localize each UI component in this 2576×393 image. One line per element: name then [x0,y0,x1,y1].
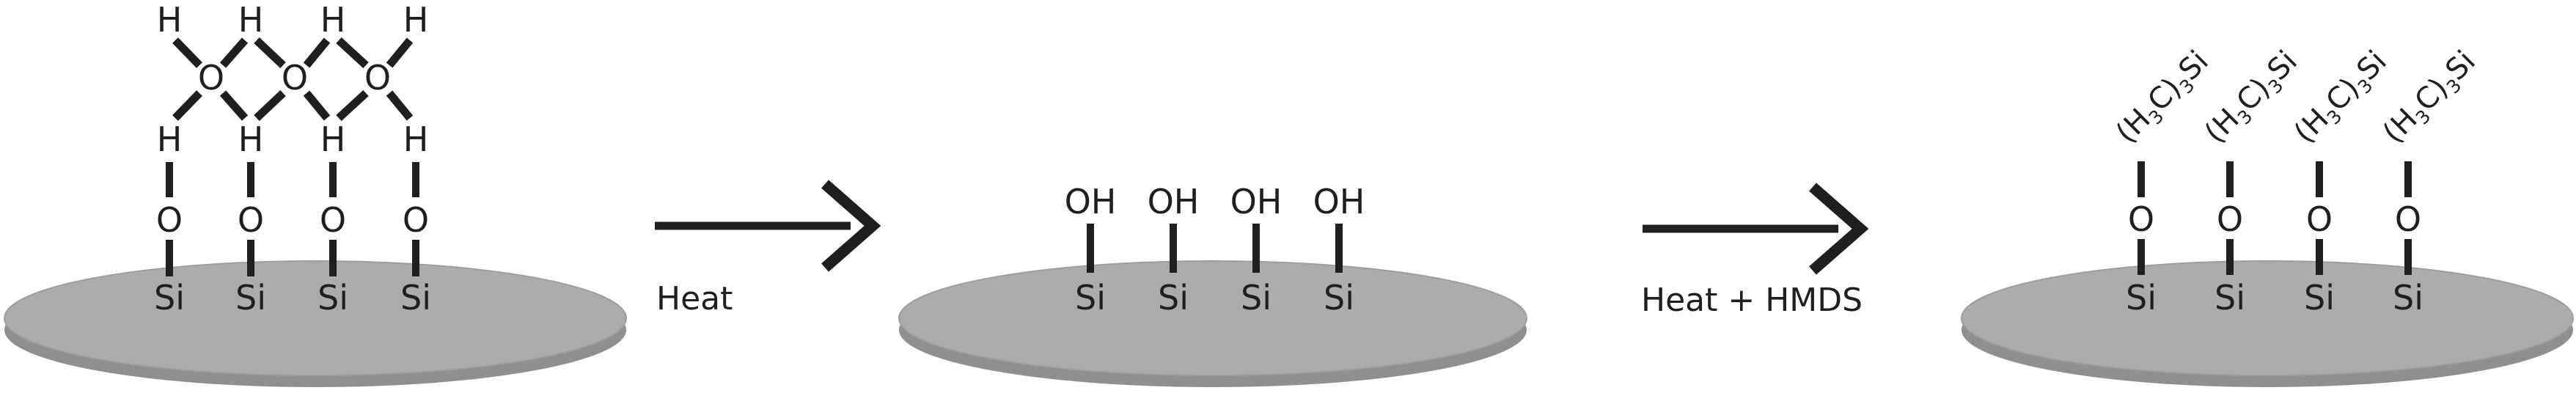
silicon-label: Si [2393,278,2423,317]
silanol-hydrogen-label: H [156,120,183,159]
water-hydrogen-label: H [403,0,429,40]
silicon-label: Si [1158,278,1189,317]
silicon-label: Si [2214,278,2245,317]
wafer-silylated [1961,260,2574,387]
hydroxyl-label: OH [1147,182,1200,221]
wafer-hydrated [4,260,627,387]
water-hydrogen-label: H [238,0,264,40]
hbond-upper-right [219,37,249,68]
surface-oxygen-label: O [2305,199,2333,239]
hbond-lower-left [254,90,286,121]
heat-hmds-label: Heat + HMDS [1641,282,1863,319]
water-oxygen-label: O [281,58,309,98]
hbond-upper-right [386,37,414,68]
hbond-upper-right [303,37,331,68]
silicon-label: Si [2304,278,2335,317]
water-hydrogen-label: H [156,0,183,40]
arrow-head [821,180,881,272]
silicon-label: Si [318,278,348,317]
silicon-label: Si [2126,278,2157,317]
surface-oxygen-label: O [2394,199,2422,239]
surface-oxygen-label: O [2216,199,2244,239]
silanol-hydrogen-label: H [403,120,429,159]
silanol-hydrogen-label: H [238,120,264,159]
hbond-upper-left [254,37,286,68]
hbond-lower-right [386,90,414,121]
hbond-lower-right [303,90,331,121]
hbond-upper-left [172,37,202,68]
surface-oxygen-label: O [402,200,430,240]
hbond-lower-right [219,90,249,121]
heat-label: Heat [656,280,733,317]
bond-layer [166,37,2412,276]
hbond-upper-left [336,37,369,69]
silicon-label: Si [1075,278,1106,317]
wafer-hydroxylated [898,260,1527,387]
wafer-top-surface [4,260,627,376]
arrow-head [1809,183,1869,275]
silicon-label: Si [1324,278,1354,317]
water-oxygen-label: O [364,58,392,98]
wafer-top-surface [898,260,1527,376]
hydroxyl-label: OH [1064,182,1117,221]
reaction-arrow-heat [655,180,881,272]
hbond-lower-left [336,89,369,122]
silicon-label: Si [154,278,185,317]
silicon-label: Si [400,278,431,317]
silicon-label: Si [1241,278,1272,317]
hydroxyl-label: OH [1313,182,1365,221]
water-oxygen-label: O [197,58,225,98]
wafer-top-surface [1961,260,2574,376]
water-hydrogen-label: H [320,0,346,40]
silicon-label: Si [235,278,266,317]
reaction-arrow-heat-hmds [1643,183,1869,275]
hydroxyl-label: OH [1230,182,1283,221]
surface-oxygen-label: O [319,200,347,240]
silanol-hydrogen-label: H [320,120,346,159]
surface-oxygen-label: O [155,200,183,240]
hbond-lower-left [172,90,202,121]
surface-oxygen-label: O [2127,199,2155,239]
surface-oxygen-label: O [237,200,265,240]
